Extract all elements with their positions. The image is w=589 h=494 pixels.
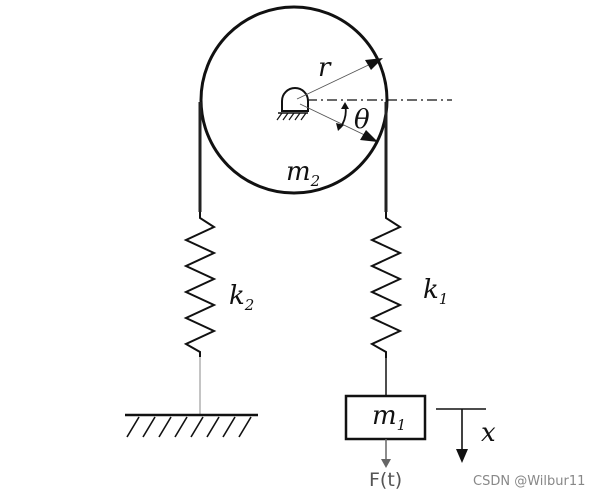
displacement-arrowhead [456, 449, 468, 463]
angle-label: θ [354, 105, 370, 135]
radius-arrow [296, 59, 380, 100]
spring-right-label: k1 [423, 275, 448, 308]
force-label: F(t) [369, 469, 402, 491]
radius-arrowhead [365, 58, 383, 70]
spring-left [183, 212, 217, 357]
angle-arc-arrowhead-top [341, 102, 349, 109]
spring-left-label: k2 [229, 281, 254, 314]
ground-support [125, 413, 258, 438]
pivot-support [276, 87, 309, 121]
rotated-radius-arrow [299, 103, 374, 140]
radius-label: r [318, 53, 332, 83]
displacement-label: x [481, 418, 496, 448]
watermark: CSDN @Wilbur11 [473, 474, 585, 489]
angle-arc-arrowhead [336, 123, 344, 131]
block-mass-label: m1 [372, 401, 406, 434]
rotated-radius-arrowhead [360, 130, 378, 142]
force-arrowhead [381, 459, 391, 468]
spring-right [369, 212, 403, 358]
pulley-mass-label: m2 [286, 157, 320, 190]
